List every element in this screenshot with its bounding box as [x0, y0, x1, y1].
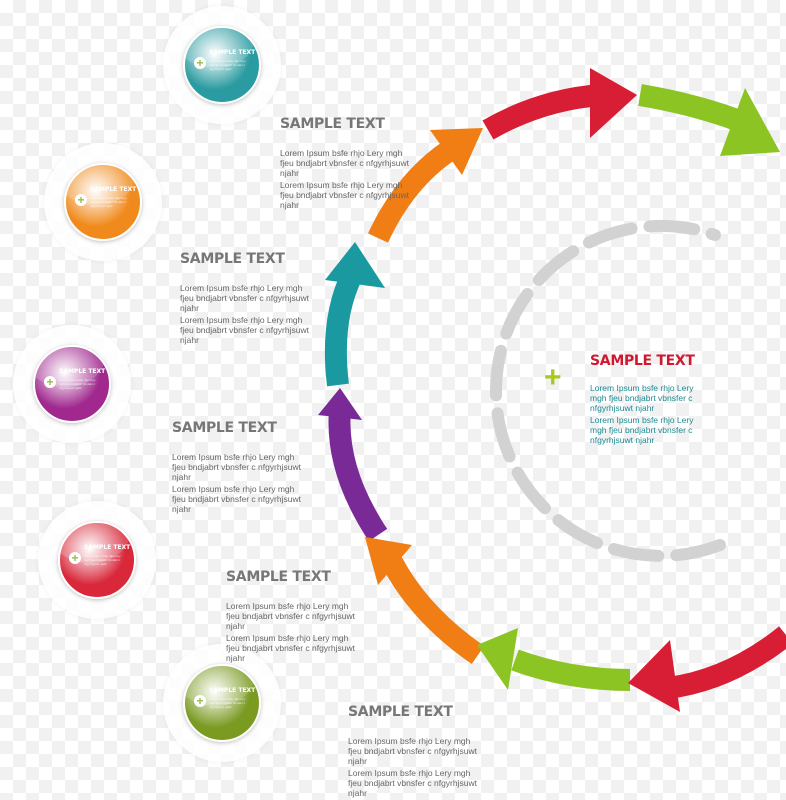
green-arrow-head-5 — [720, 88, 780, 156]
badge-title: SAMPLE TEXT — [209, 49, 256, 56]
badge-title: SAMPLE TEXT — [90, 186, 137, 193]
step-text-block-5: SAMPLE TEXT Lorem Ipsum bsfe rhjo Lery m… — [348, 704, 478, 800]
step-lorem-2: Lorem Ipsum bsfe rhjo Lery mgh fjeu bndj… — [172, 484, 301, 514]
plus-icon: + — [75, 194, 87, 206]
teal-arrow-head-2 — [325, 242, 385, 288]
step-text-block-4: SAMPLE TEXT Lorem Ipsum bsfe rhjo Lery m… — [226, 569, 356, 665]
step-lorem-2: Lorem Ipsum bsfe rhjo Lery mgh fjeu bndj… — [348, 768, 477, 798]
green-arrow-head-7 — [477, 628, 518, 690]
red-arrow-head-8 — [628, 640, 680, 712]
step-badge-1: SAMPLE TEXT + Lorem Ipsum bsfe rhjo Lery… — [163, 6, 281, 124]
orange-arrow-shaft-3 — [368, 140, 457, 243]
badge-text: Lorem Ipsum bsfe rhjo Lery mgh fjeu bndj… — [209, 59, 246, 71]
purple-arrow-head-1 — [318, 388, 362, 420]
step-title: SAMPLE TEXT — [348, 704, 453, 720]
badge-title: SAMPLE TEXT — [59, 368, 106, 375]
step-title: SAMPLE TEXT — [226, 569, 331, 585]
step-lorem-1: Lorem Ipsum bsfe rhjo Lery mgh fjeu bndj… — [348, 736, 477, 766]
step-lorem-2: Lorem Ipsum bsfe rhjo Lery mgh fjeu bndj… — [226, 633, 355, 663]
step-badge-3: SAMPLE TEXT + Lorem Ipsum bsfe rhjo Lery… — [13, 325, 131, 443]
step-badge-5: SAMPLE TEXT + Lorem Ipsum bsfe rhjo Lery… — [163, 644, 281, 762]
orange-arrow-shaft-6 — [382, 556, 485, 665]
plus-icon: + — [194, 695, 206, 707]
center-lorem-2: Lorem Ipsum bsfe rhjo Lery mgh fjeu bndj… — [590, 415, 694, 445]
red-arrow-shaft-4 — [482, 84, 602, 140]
center-lorem-1: Lorem Ipsum bsfe rhjo Lery mgh fjeu bndj… — [590, 383, 694, 413]
step-lorem-2: Lorem Ipsum bsfe rhjo Lery mgh fjeu bndj… — [280, 180, 409, 210]
badge-text: Lorem Ipsum bsfe rhjo Lery mgh fjeu bndj… — [84, 554, 121, 566]
step-lorem-2: Lorem Ipsum bsfe rhjo Lery mgh fjeu bndj… — [180, 315, 309, 345]
badge-title: SAMPLE TEXT — [84, 544, 131, 551]
plus-icon: + — [44, 376, 56, 388]
step-text-block-1: SAMPLE TEXT Lorem Ipsum bsfe rhjo Lery m… — [280, 116, 410, 212]
red-arrow-head-4 — [590, 68, 637, 138]
purple-arrow-shaft-1 — [328, 409, 388, 542]
green-arrow-shaft-7 — [511, 649, 631, 691]
step-badge-4: SAMPLE TEXT + Lorem Ipsum bsfe rhjo Lery… — [38, 501, 156, 619]
step-title: SAMPLE TEXT — [280, 116, 385, 132]
step-title: SAMPLE TEXT — [172, 420, 277, 436]
red-arrow-shaft-8 — [666, 626, 786, 699]
plus-icon: + — [194, 57, 206, 69]
center-text-block: SAMPLE TEXT Lorem Ipsum bsfe rhjo Lery m… — [590, 353, 700, 447]
orange-arrow-head-3 — [430, 128, 483, 175]
step-lorem-1: Lorem Ipsum bsfe rhjo Lery mgh fjeu bndj… — [180, 283, 309, 313]
step-lorem-1: Lorem Ipsum bsfe rhjo Lery mgh fjeu bndj… — [280, 148, 409, 178]
center-title: SAMPLE TEXT — [590, 353, 695, 369]
badge-text: Lorem Ipsum bsfe rhjo Lery mgh fjeu bndj… — [209, 697, 246, 709]
step-title: SAMPLE TEXT — [180, 251, 285, 267]
orange-arrow-head-6 — [365, 537, 412, 585]
badge-title: SAMPLE TEXT — [209, 687, 256, 694]
teal-arrow-shaft-2 — [324, 270, 362, 387]
step-lorem-1: Lorem Ipsum bsfe rhjo Lery mgh fjeu bndj… — [226, 601, 355, 631]
inner-gray-arrow-ring — [490, 219, 726, 562]
center-plus-icon: + — [544, 361, 562, 394]
badge-text: Lorem Ipsum bsfe rhjo Lery mgh fjeu bndj… — [90, 196, 127, 208]
badge-text: Lorem Ipsum bsfe rhjo Lery mgh fjeu bndj… — [59, 378, 96, 390]
step-badge-2: SAMPLE TEXT + Lorem Ipsum bsfe rhjo Lery… — [44, 143, 162, 261]
step-text-block-2: SAMPLE TEXT Lorem Ipsum bsfe rhjo Lery m… — [180, 251, 310, 347]
step-text-block-3: SAMPLE TEXT Lorem Ipsum bsfe rhjo Lery m… — [172, 420, 302, 516]
step-lorem-1: Lorem Ipsum bsfe rhjo Lery mgh fjeu bndj… — [172, 452, 301, 482]
plus-icon: + — [69, 552, 81, 564]
